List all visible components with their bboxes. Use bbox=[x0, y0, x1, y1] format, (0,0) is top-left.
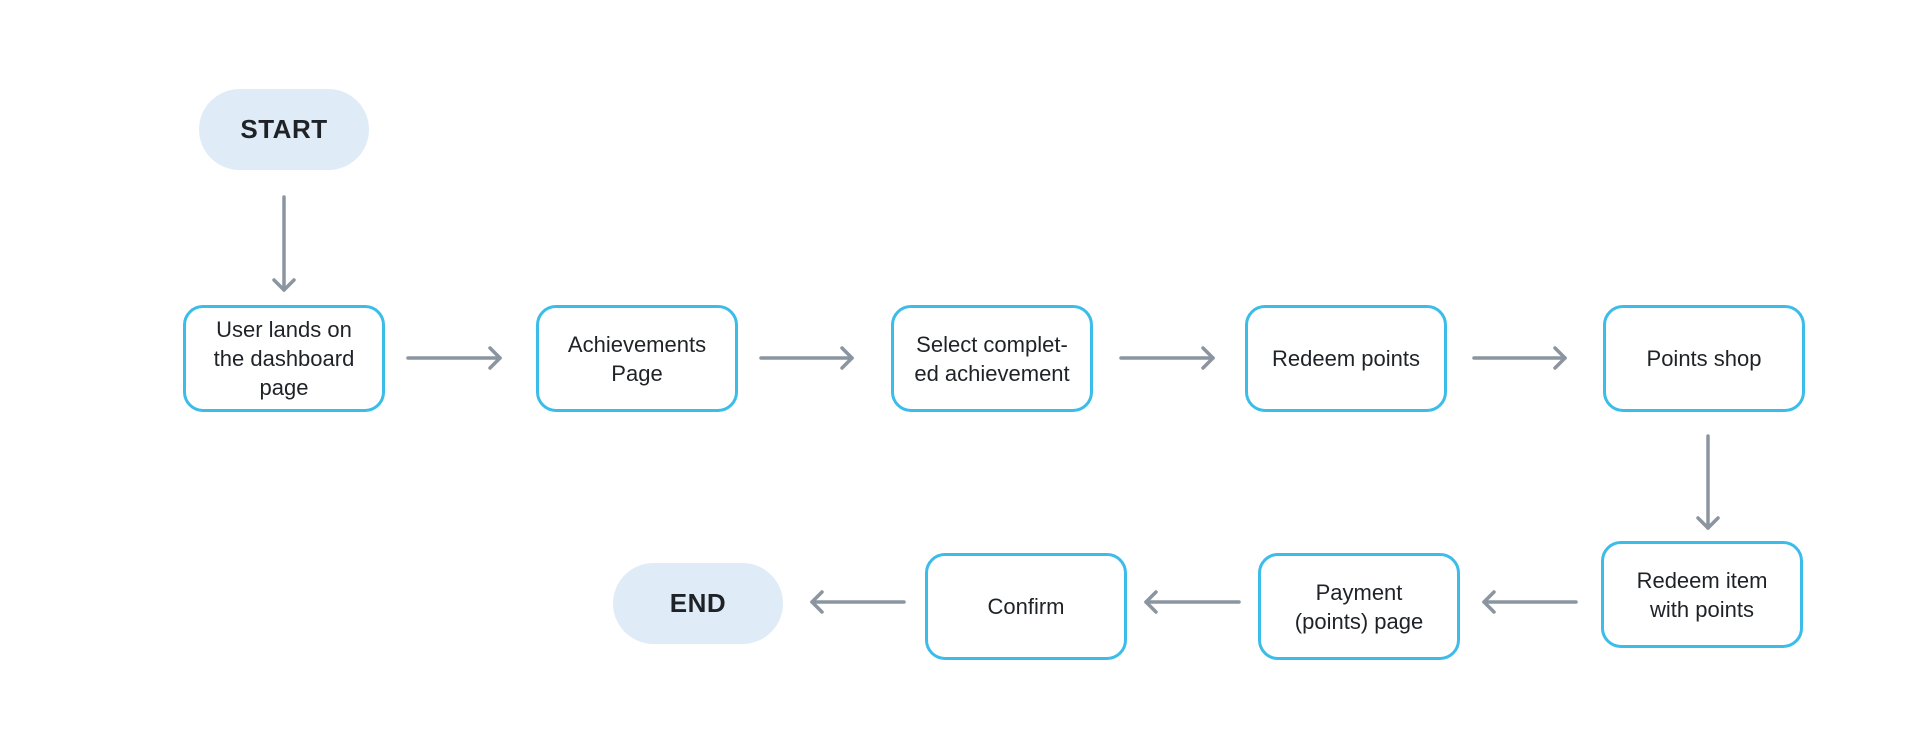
confirm-label: Confirm bbox=[987, 594, 1065, 619]
start-label: START bbox=[240, 114, 328, 144]
payment-page-label: Payment (points) page bbox=[1294, 579, 1424, 634]
arrow-payment-to-confirm bbox=[1144, 590, 1241, 614]
redeem-item-node: Redeem item with points bbox=[1601, 541, 1803, 648]
redeem-points-node: Redeem points bbox=[1245, 305, 1447, 412]
achievements-label: Achievements Page bbox=[567, 331, 707, 386]
redeem-item-label: Redeem item with points bbox=[1636, 567, 1768, 622]
arrow-shop-to-redeem-item bbox=[1696, 434, 1720, 530]
arrow-achievements-to-select bbox=[759, 346, 854, 370]
arrow-redeem-points-to-shop bbox=[1472, 346, 1567, 370]
redeem-points-label: Redeem points bbox=[1272, 346, 1420, 371]
select-achievement-label: Select complet- ed achievement bbox=[914, 331, 1070, 386]
dashboard-label: User lands on the dashboard page bbox=[213, 317, 355, 400]
points-shop-label: Points shop bbox=[1646, 346, 1762, 371]
arrow-confirm-to-end bbox=[810, 590, 906, 614]
end-node: END bbox=[613, 563, 783, 644]
end-label: END bbox=[669, 588, 727, 618]
arrow-select-to-redeem-points bbox=[1119, 346, 1215, 370]
payment-page-node: Payment (points) page bbox=[1258, 553, 1460, 660]
points-shop-node: Points shop bbox=[1603, 305, 1805, 412]
arrow-redeem-item-to-payment bbox=[1482, 590, 1578, 614]
achievements-node: Achievements Page bbox=[536, 305, 738, 412]
start-node: START bbox=[199, 89, 369, 170]
dashboard-node: User lands on the dashboard page bbox=[183, 305, 385, 412]
select-achievement-node: Select complet- ed achievement bbox=[891, 305, 1093, 412]
arrow-start-to-dashboard bbox=[272, 195, 296, 292]
confirm-node: Confirm bbox=[925, 553, 1127, 660]
arrow-dashboard-to-achievements bbox=[406, 346, 502, 370]
